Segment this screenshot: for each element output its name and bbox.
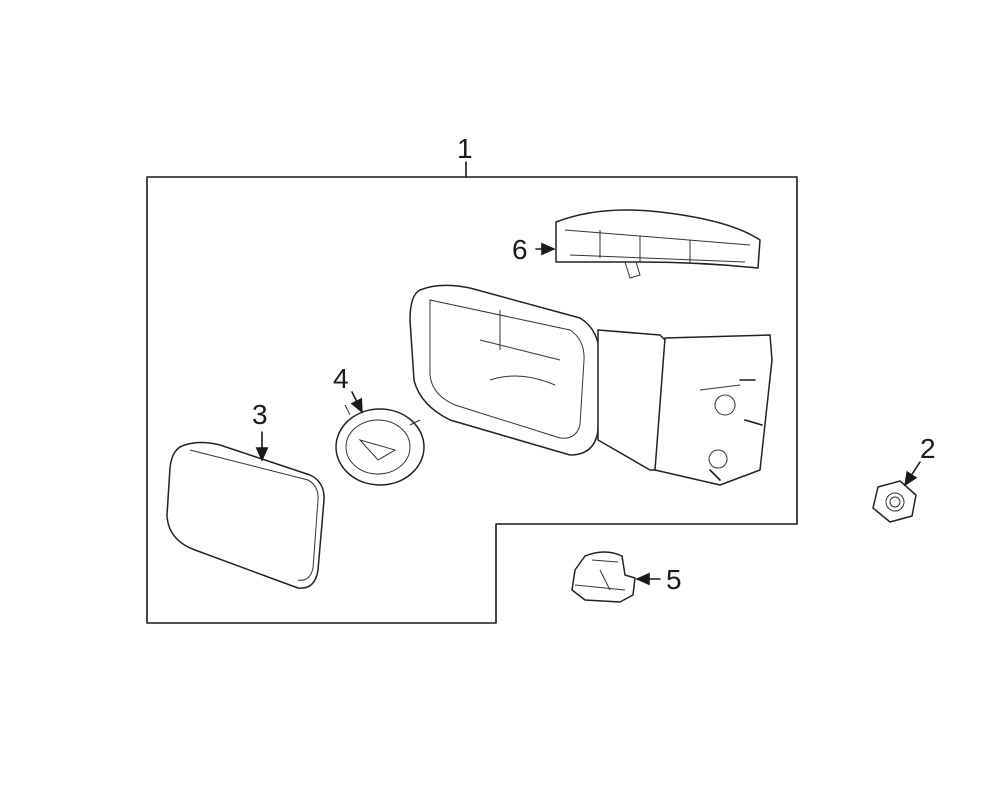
callout-4-label: 4: [333, 363, 349, 394]
callout-6-label: 6: [512, 234, 528, 265]
mirror-glass-part[interactable]: [166, 441, 325, 589]
callout-3-label: 3: [252, 399, 268, 430]
nut-part[interactable]: [872, 480, 917, 523]
motor-part[interactable]: [335, 404, 425, 486]
assembly-outline: [146, 176, 798, 624]
callout-5-label: 5: [666, 564, 682, 595]
signal-lamp-part[interactable]: [555, 209, 761, 279]
callout-1-label: 1: [457, 133, 473, 164]
callout-2-arrow: [904, 461, 921, 487]
mirror-housing-part[interactable]: [409, 284, 773, 486]
bulb-socket-part[interactable]: [571, 551, 636, 603]
callout-2-label: 2: [920, 433, 936, 464]
callout-4-arrow: [350, 391, 363, 414]
